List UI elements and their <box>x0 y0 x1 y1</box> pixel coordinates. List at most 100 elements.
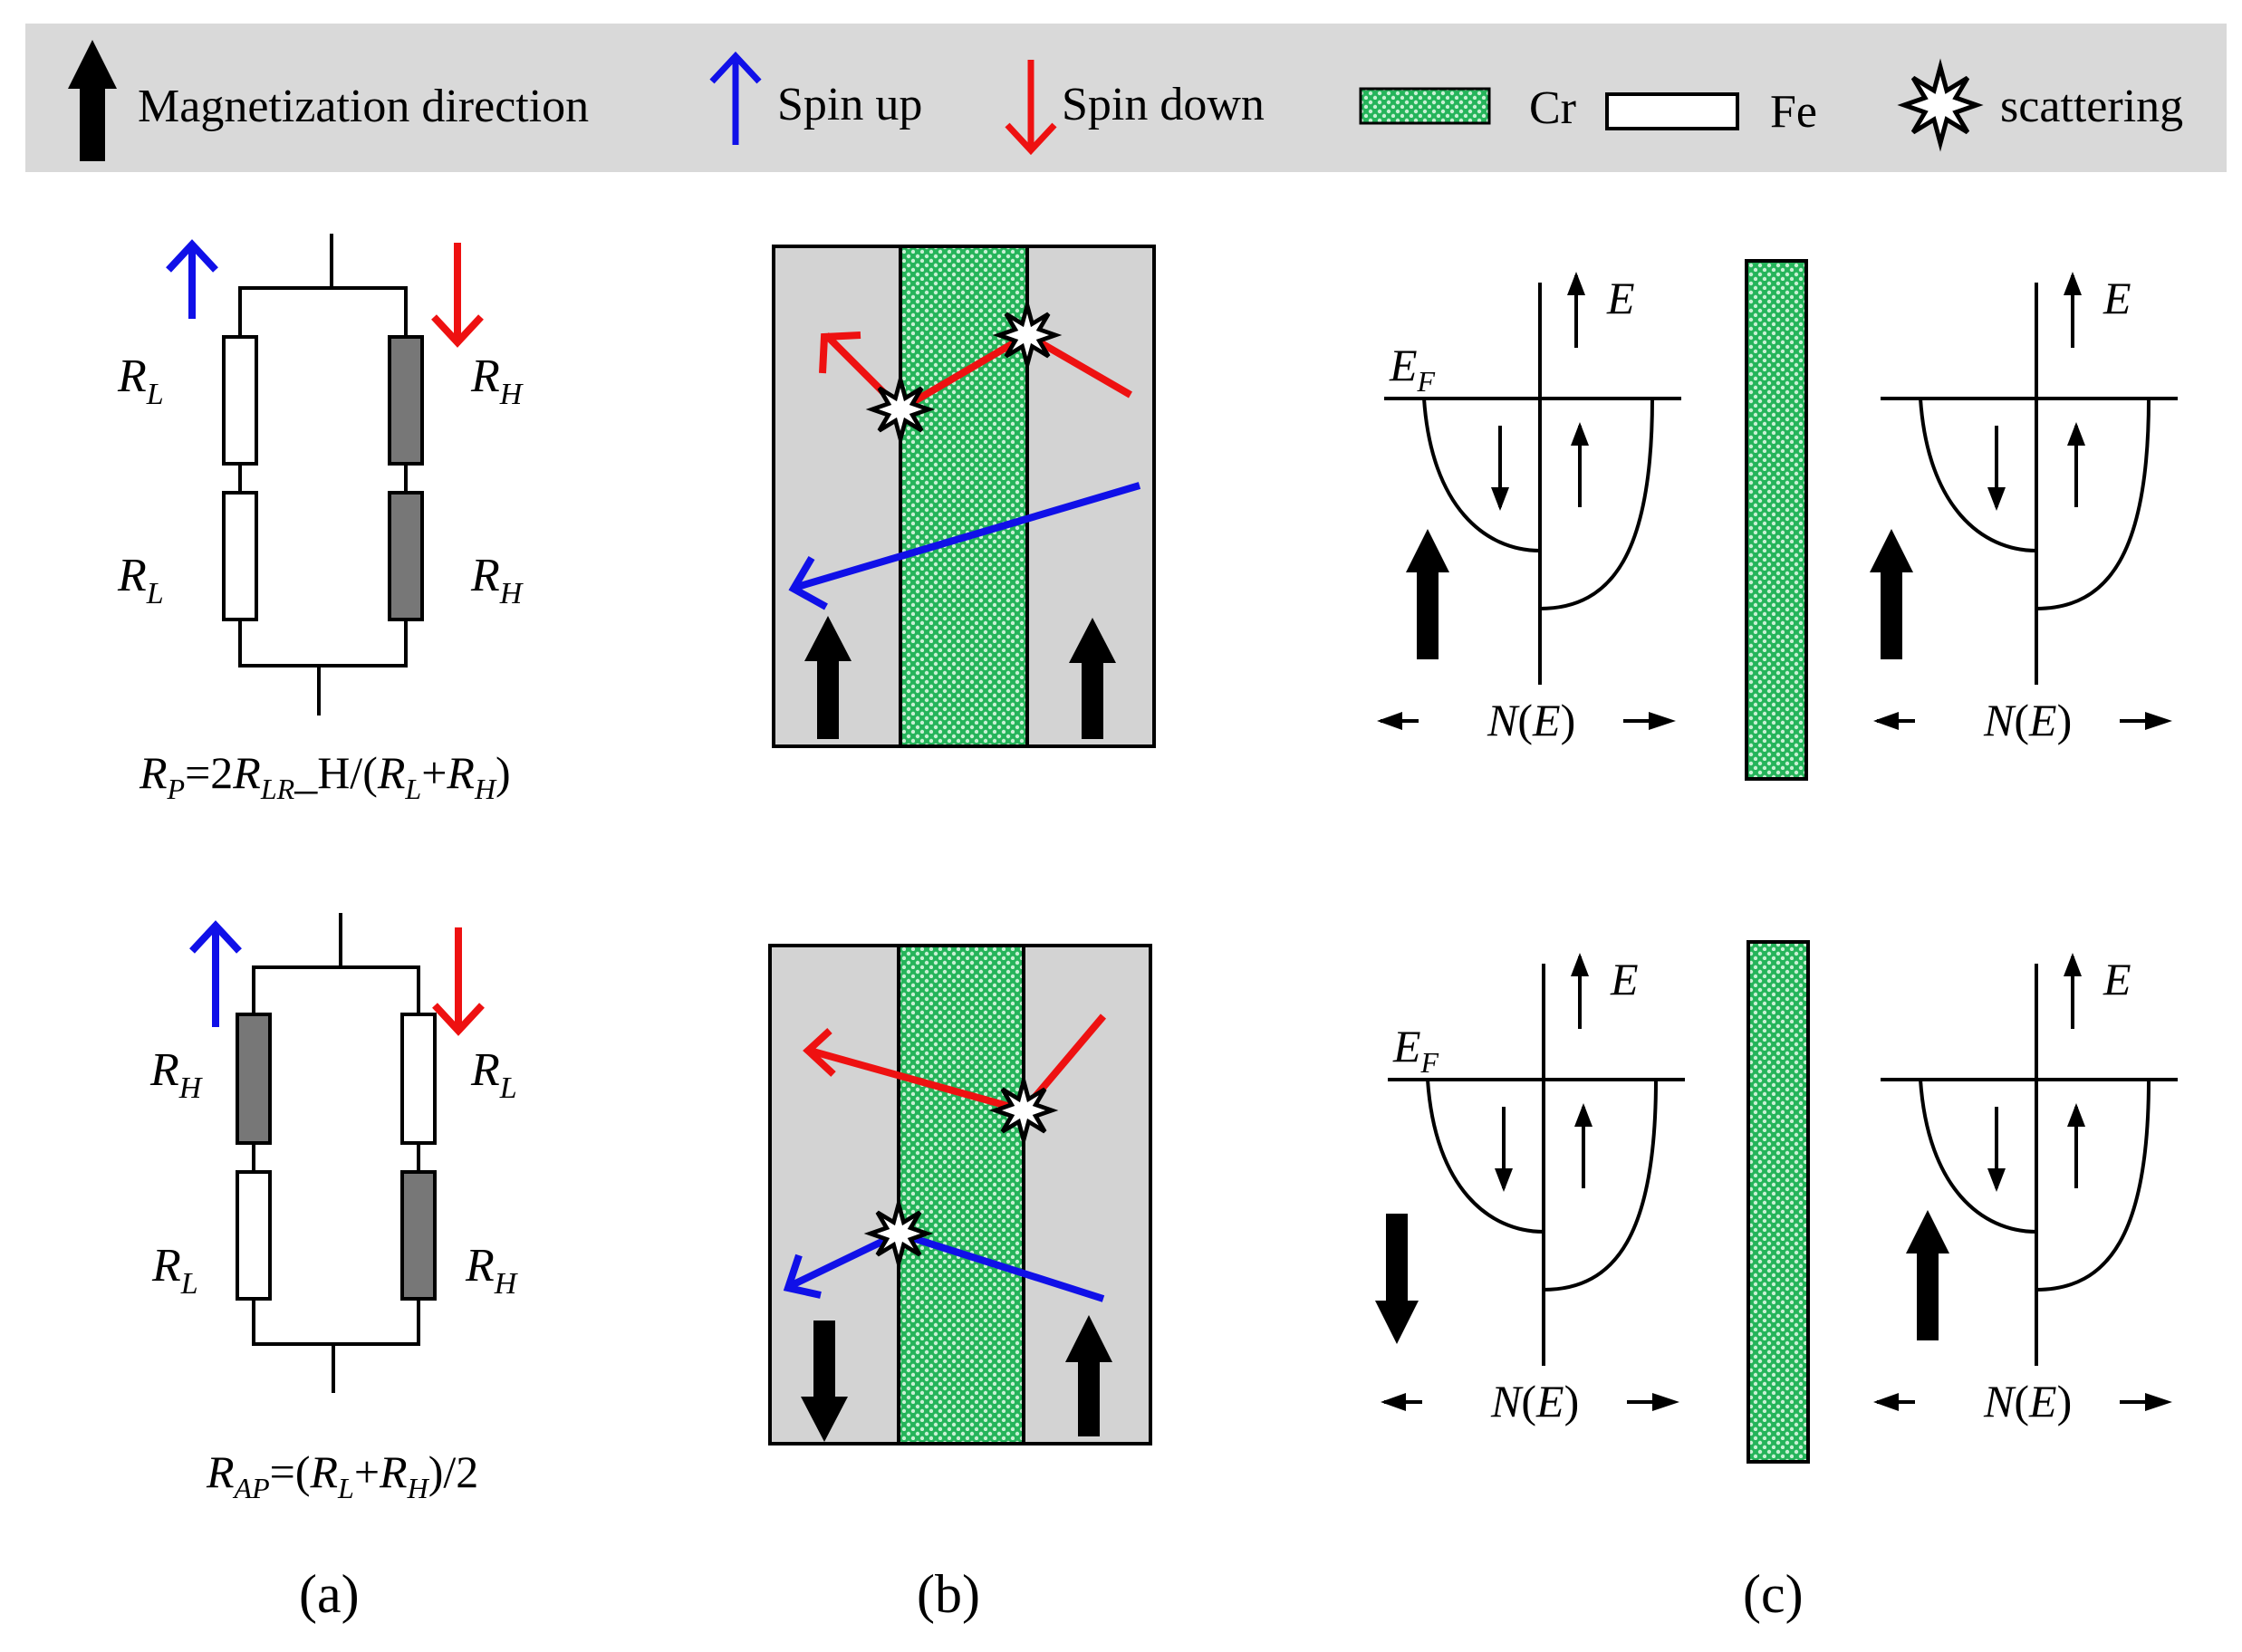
legend-magnetization: Magnetization direction <box>138 81 589 132</box>
panel-b: (b) <box>768 245 1156 1624</box>
magnetization-arrow-icon <box>1069 618 1116 739</box>
circuit-wires <box>252 913 420 1393</box>
spin-down-arrow-icon <box>1495 1107 1513 1192</box>
resistor-label: RH <box>465 1240 519 1301</box>
magnetization-arrow-icon <box>1375 1214 1419 1344</box>
magnetization-arrow-icon <box>1406 529 1449 659</box>
dos-axis-label: N(E) <box>1490 1376 1579 1426</box>
legend-background <box>25 24 2227 172</box>
parallel-circuit: RL RL RH RH RP=2RLR_H/(RL+RH) <box>117 234 524 805</box>
fermi-level-label: EF <box>1392 1021 1439 1079</box>
cr-layer <box>1746 940 1810 1464</box>
spin-up-arrow-icon <box>166 239 218 319</box>
density-of-states-diagram: E EF N(E) <box>1377 272 1681 745</box>
density-of-states-diagram: E N(E) <box>1870 272 2178 745</box>
spin-up-arrow-icon <box>1571 422 1589 507</box>
scattering-star-icon <box>1897 58 1984 152</box>
left-arrow-icon <box>1381 1393 1406 1411</box>
magnetization-arrow-icon <box>801 1321 848 1442</box>
spin-up-arrow-icon <box>1574 1103 1592 1188</box>
energy-axis-label: E <box>2102 273 2131 323</box>
dos-axis-label: N(E) <box>1487 695 1575 745</box>
energy-axis-label: E <box>1610 954 1639 1004</box>
right-arrow-icon <box>1652 1393 1679 1411</box>
spin-down-arrow-icon <box>1491 426 1509 511</box>
spin-up-arrow-icon <box>189 920 242 1027</box>
energy-axis-label: E <box>1606 273 1635 323</box>
resistor-label: RL <box>117 550 164 610</box>
legend-spin-down: Spin down <box>1062 79 1265 130</box>
resistor-label: RL <box>151 1240 198 1301</box>
resistor-low <box>236 1170 272 1301</box>
spin-up-arrow-icon <box>709 51 762 145</box>
spin-down-arrow-icon <box>431 243 484 348</box>
density-of-states-diagram: E N(E) <box>1873 953 2178 1426</box>
resistor-high <box>400 1170 437 1301</box>
antiparallel-resistance-formula: RAP=(RL+RH)/2 <box>206 1446 478 1504</box>
magnetization-arrow-icon <box>1065 1315 1112 1436</box>
resistor-label: RL <box>470 1044 517 1105</box>
scattering-star-icon <box>865 371 936 447</box>
spin-down-arrow-icon <box>432 927 485 1036</box>
spin-up-path <box>788 482 1141 610</box>
resistor-low <box>222 491 258 621</box>
left-arrow-icon <box>1873 712 1899 730</box>
panel-label-a: (a) <box>299 1564 360 1624</box>
magnetization-arrow-icon <box>68 40 117 161</box>
scattering-star-icon <box>863 1196 934 1272</box>
energy-axis-arrow-icon <box>2064 272 2082 348</box>
spin-down-arrow-icon <box>1987 426 2006 511</box>
energy-axis-arrow-icon <box>1571 953 1589 1029</box>
legend-spin-up: Spin up <box>777 79 922 130</box>
resistor-low <box>222 335 258 466</box>
density-of-states-group: E EF N(E) E N(E) E EF N(E) E N(E) <box>1375 272 2178 1426</box>
density-of-states-diagram: E EF N(E) <box>1375 953 1685 1426</box>
left-arrow-icon <box>1873 1393 1899 1411</box>
spin-up-arrow-icon <box>2067 422 2085 507</box>
resistor-label: RH <box>470 351 524 411</box>
resistor-label: RH <box>470 550 524 610</box>
resistor-label: RH <box>149 1044 204 1105</box>
antiparallel-trilayer <box>768 944 1152 1446</box>
spin-down-arrow-icon <box>1005 60 1057 156</box>
circuit-wires <box>238 234 408 716</box>
cr-layer <box>899 245 1029 748</box>
right-arrow-icon <box>2145 1393 2172 1411</box>
spin-down-path <box>819 331 1133 415</box>
left-arrow-icon <box>1377 712 1402 730</box>
legend-scattering: scattering <box>2000 81 2183 132</box>
panel-label-b: (b) <box>917 1564 980 1624</box>
scattering-star-icon <box>992 297 1063 373</box>
parallel-resistance-formula: RP=2RLR_H/(RL+RH) <box>139 747 511 805</box>
energy-axis-arrow-icon <box>1567 272 1585 348</box>
resistor-label: RL <box>117 351 164 411</box>
dos-axis-label: N(E) <box>1983 1376 2072 1426</box>
legend: Magnetization direction Spin up Spin dow… <box>25 24 2227 172</box>
energy-axis-label: E <box>2102 954 2131 1004</box>
resistor-high <box>236 1013 272 1145</box>
legend-fe: Fe <box>1770 86 1817 138</box>
cr-layer <box>1745 259 1808 781</box>
resistor-low <box>400 1013 437 1145</box>
panel-c: E EF N(E) E N(E) E EF N(E) E N(E) (c) <box>1375 259 2178 1624</box>
magnetization-arrow-icon <box>1906 1210 1949 1340</box>
spin-up-arrow-icon <box>2067 1103 2085 1188</box>
antiparallel-circuit: RH RL RL RH RAP=(RL+RH)/2 <box>149 913 519 1504</box>
magnetization-arrow-icon <box>1870 529 1913 659</box>
right-arrow-icon <box>2145 712 2172 730</box>
panel-label-c: (c) <box>1743 1564 1804 1624</box>
magnetization-arrow-icon <box>804 616 852 739</box>
spin-down-arrow-icon <box>1987 1107 2006 1192</box>
resistor-high <box>388 491 424 621</box>
parallel-trilayer <box>772 245 1156 748</box>
panel-a: RL RL RH RH RP=2RLR_H/(RL+RH) <box>117 234 524 1624</box>
cr-swatch <box>1359 87 1491 125</box>
dos-axis-label: N(E) <box>1983 695 2072 745</box>
scattering-star-icon <box>988 1072 1059 1148</box>
resistor-high <box>388 335 424 466</box>
fermi-level-label: EF <box>1389 340 1436 398</box>
fe-swatch <box>1605 92 1739 130</box>
right-arrow-icon <box>1649 712 1676 730</box>
cr-layer <box>897 944 1025 1446</box>
